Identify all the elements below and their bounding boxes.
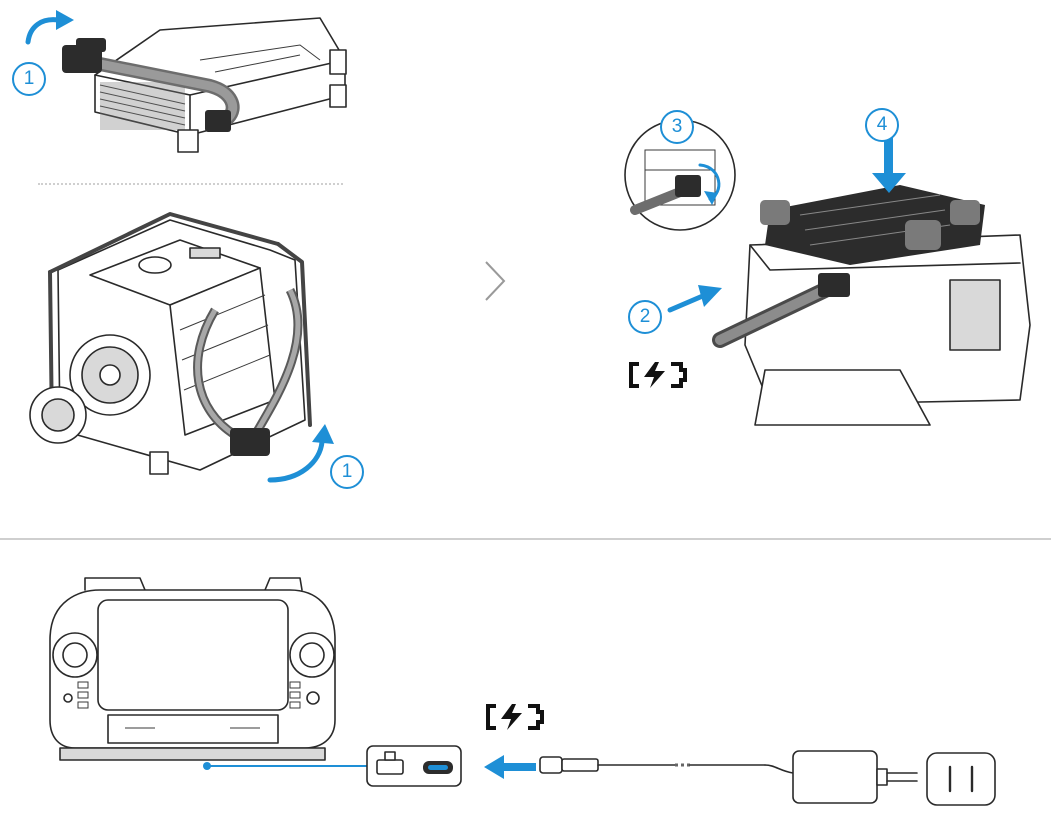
step-3-badge: 3 [660, 110, 694, 144]
charger-cable-adapter [535, 735, 1035, 810]
step-2-badge: 2 [628, 300, 662, 334]
remote-controller-illustration [30, 570, 360, 770]
insert-arrow [482, 755, 537, 779]
charging-plug-icon-bottom [482, 702, 544, 732]
chevron-right-icon [480, 258, 510, 304]
step-4-badge: 4 [865, 108, 899, 142]
step-1-badge-bottom: 1 [330, 455, 364, 489]
section-divider-dotted [38, 183, 343, 185]
step-1-badge-top: 1 [12, 62, 46, 96]
section-divider [0, 538, 1051, 540]
usb-port-closeup [365, 742, 465, 790]
cable-unit-illustration [0, 0, 370, 170]
battery-station-illustration [600, 95, 1050, 445]
generator-illustration [20, 200, 380, 500]
port-callout-line [210, 765, 370, 767]
charging-plug-icon [625, 360, 687, 390]
